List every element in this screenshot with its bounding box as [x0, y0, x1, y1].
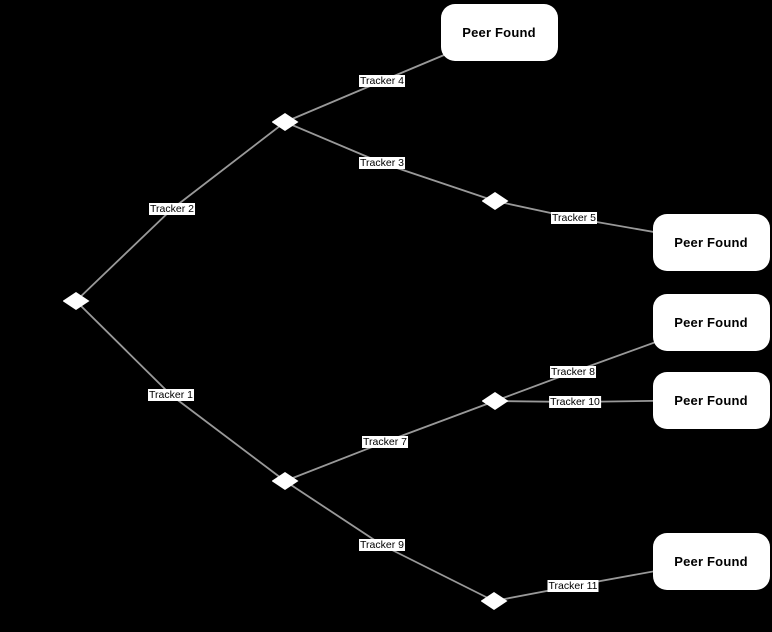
peer-found-node-peer2[interactable]: Peer Found [652, 213, 770, 271]
decision-node-d1[interactable] [271, 113, 299, 131]
edge-label-tracker-5: Tracker 5 [551, 212, 597, 224]
peer-found-node-peer1[interactable]: Peer Found [440, 3, 558, 61]
edge-label-tracker-10: Tracker 10 [549, 396, 601, 408]
peer-found-node-peer3[interactable]: Peer Found [652, 293, 770, 351]
edge-label-tracker-3: Tracker 3 [359, 157, 405, 169]
decision-node-start[interactable] [62, 292, 90, 310]
edge-label-tracker-1: Tracker 1 [148, 389, 194, 401]
edge-label-tracker-11: Tracker 11 [547, 580, 599, 592]
edge-label-tracker-7: Tracker 7 [362, 436, 408, 448]
decision-node-d3[interactable] [481, 192, 509, 210]
decision-node-d2[interactable] [271, 472, 299, 490]
decision-node-d5[interactable] [480, 592, 508, 610]
edge-label-tracker-8: Tracker 8 [550, 366, 596, 378]
edge-label-tracker-2: Tracker 2 [149, 203, 195, 215]
peer-found-node-peer4[interactable]: Peer Found [652, 371, 770, 429]
edge-label-tracker-9: Tracker 9 [359, 539, 405, 551]
edge-label-tracker-4: Tracker 4 [359, 75, 405, 87]
decision-node-d4[interactable] [481, 392, 509, 410]
peer-found-node-peer5[interactable]: Peer Found [652, 532, 770, 590]
